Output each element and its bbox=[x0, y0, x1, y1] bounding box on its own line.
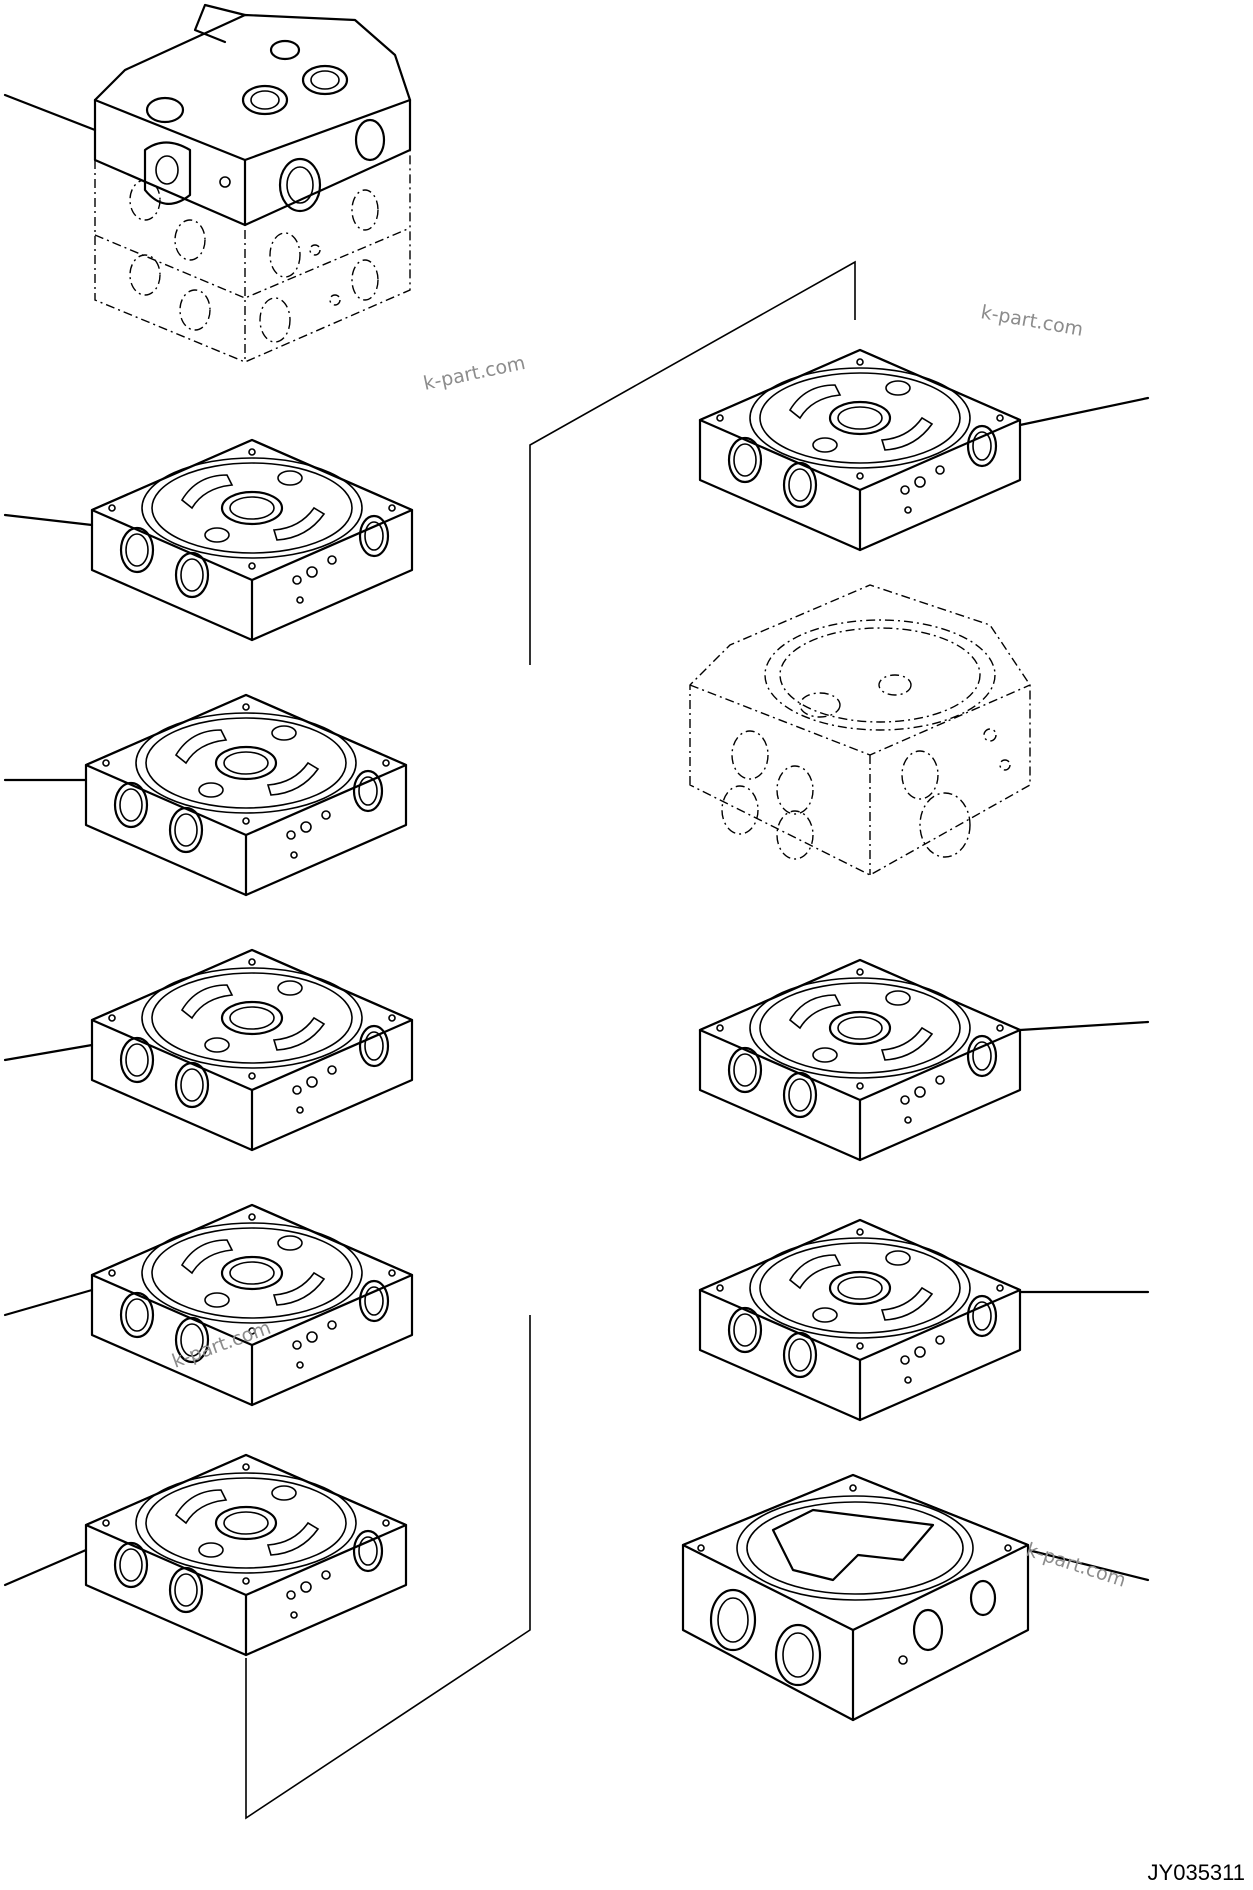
valve-section-left-4 bbox=[90, 1203, 414, 1407]
valve-section-right-1 bbox=[698, 348, 1022, 552]
valve-section-right-3 bbox=[698, 1218, 1022, 1422]
leader-line-6 bbox=[3, 1548, 88, 1587]
leader-line-5 bbox=[3, 1288, 94, 1317]
end-cover-block bbox=[93, 3, 412, 363]
leader-line-2 bbox=[3, 513, 94, 527]
valve-section-right-2 bbox=[698, 958, 1022, 1162]
valve-section-left-5 bbox=[84, 1453, 408, 1657]
connector-line-lower bbox=[245, 1315, 531, 1820]
watermark-4: k-part.com bbox=[1023, 1539, 1128, 1592]
inlet-cover-block bbox=[681, 1473, 1030, 1722]
watermark-2: k-part.com bbox=[979, 301, 1085, 341]
leader-line-8 bbox=[1018, 1020, 1150, 1032]
leader-line-1 bbox=[3, 93, 97, 132]
leader-line-4 bbox=[3, 1043, 94, 1062]
valve-section-left-2 bbox=[84, 693, 408, 897]
connector-line-upper bbox=[529, 260, 856, 665]
valve-section-left-1 bbox=[90, 438, 414, 642]
ghost-valve-section bbox=[689, 584, 1031, 876]
drawing-code: JY035311 bbox=[1148, 1860, 1245, 1885]
watermark-1: k-part.com bbox=[421, 352, 527, 395]
leader-line-10 bbox=[1026, 1548, 1150, 1582]
leader-line-7 bbox=[1018, 396, 1150, 427]
valve-section-left-3 bbox=[90, 948, 414, 1152]
